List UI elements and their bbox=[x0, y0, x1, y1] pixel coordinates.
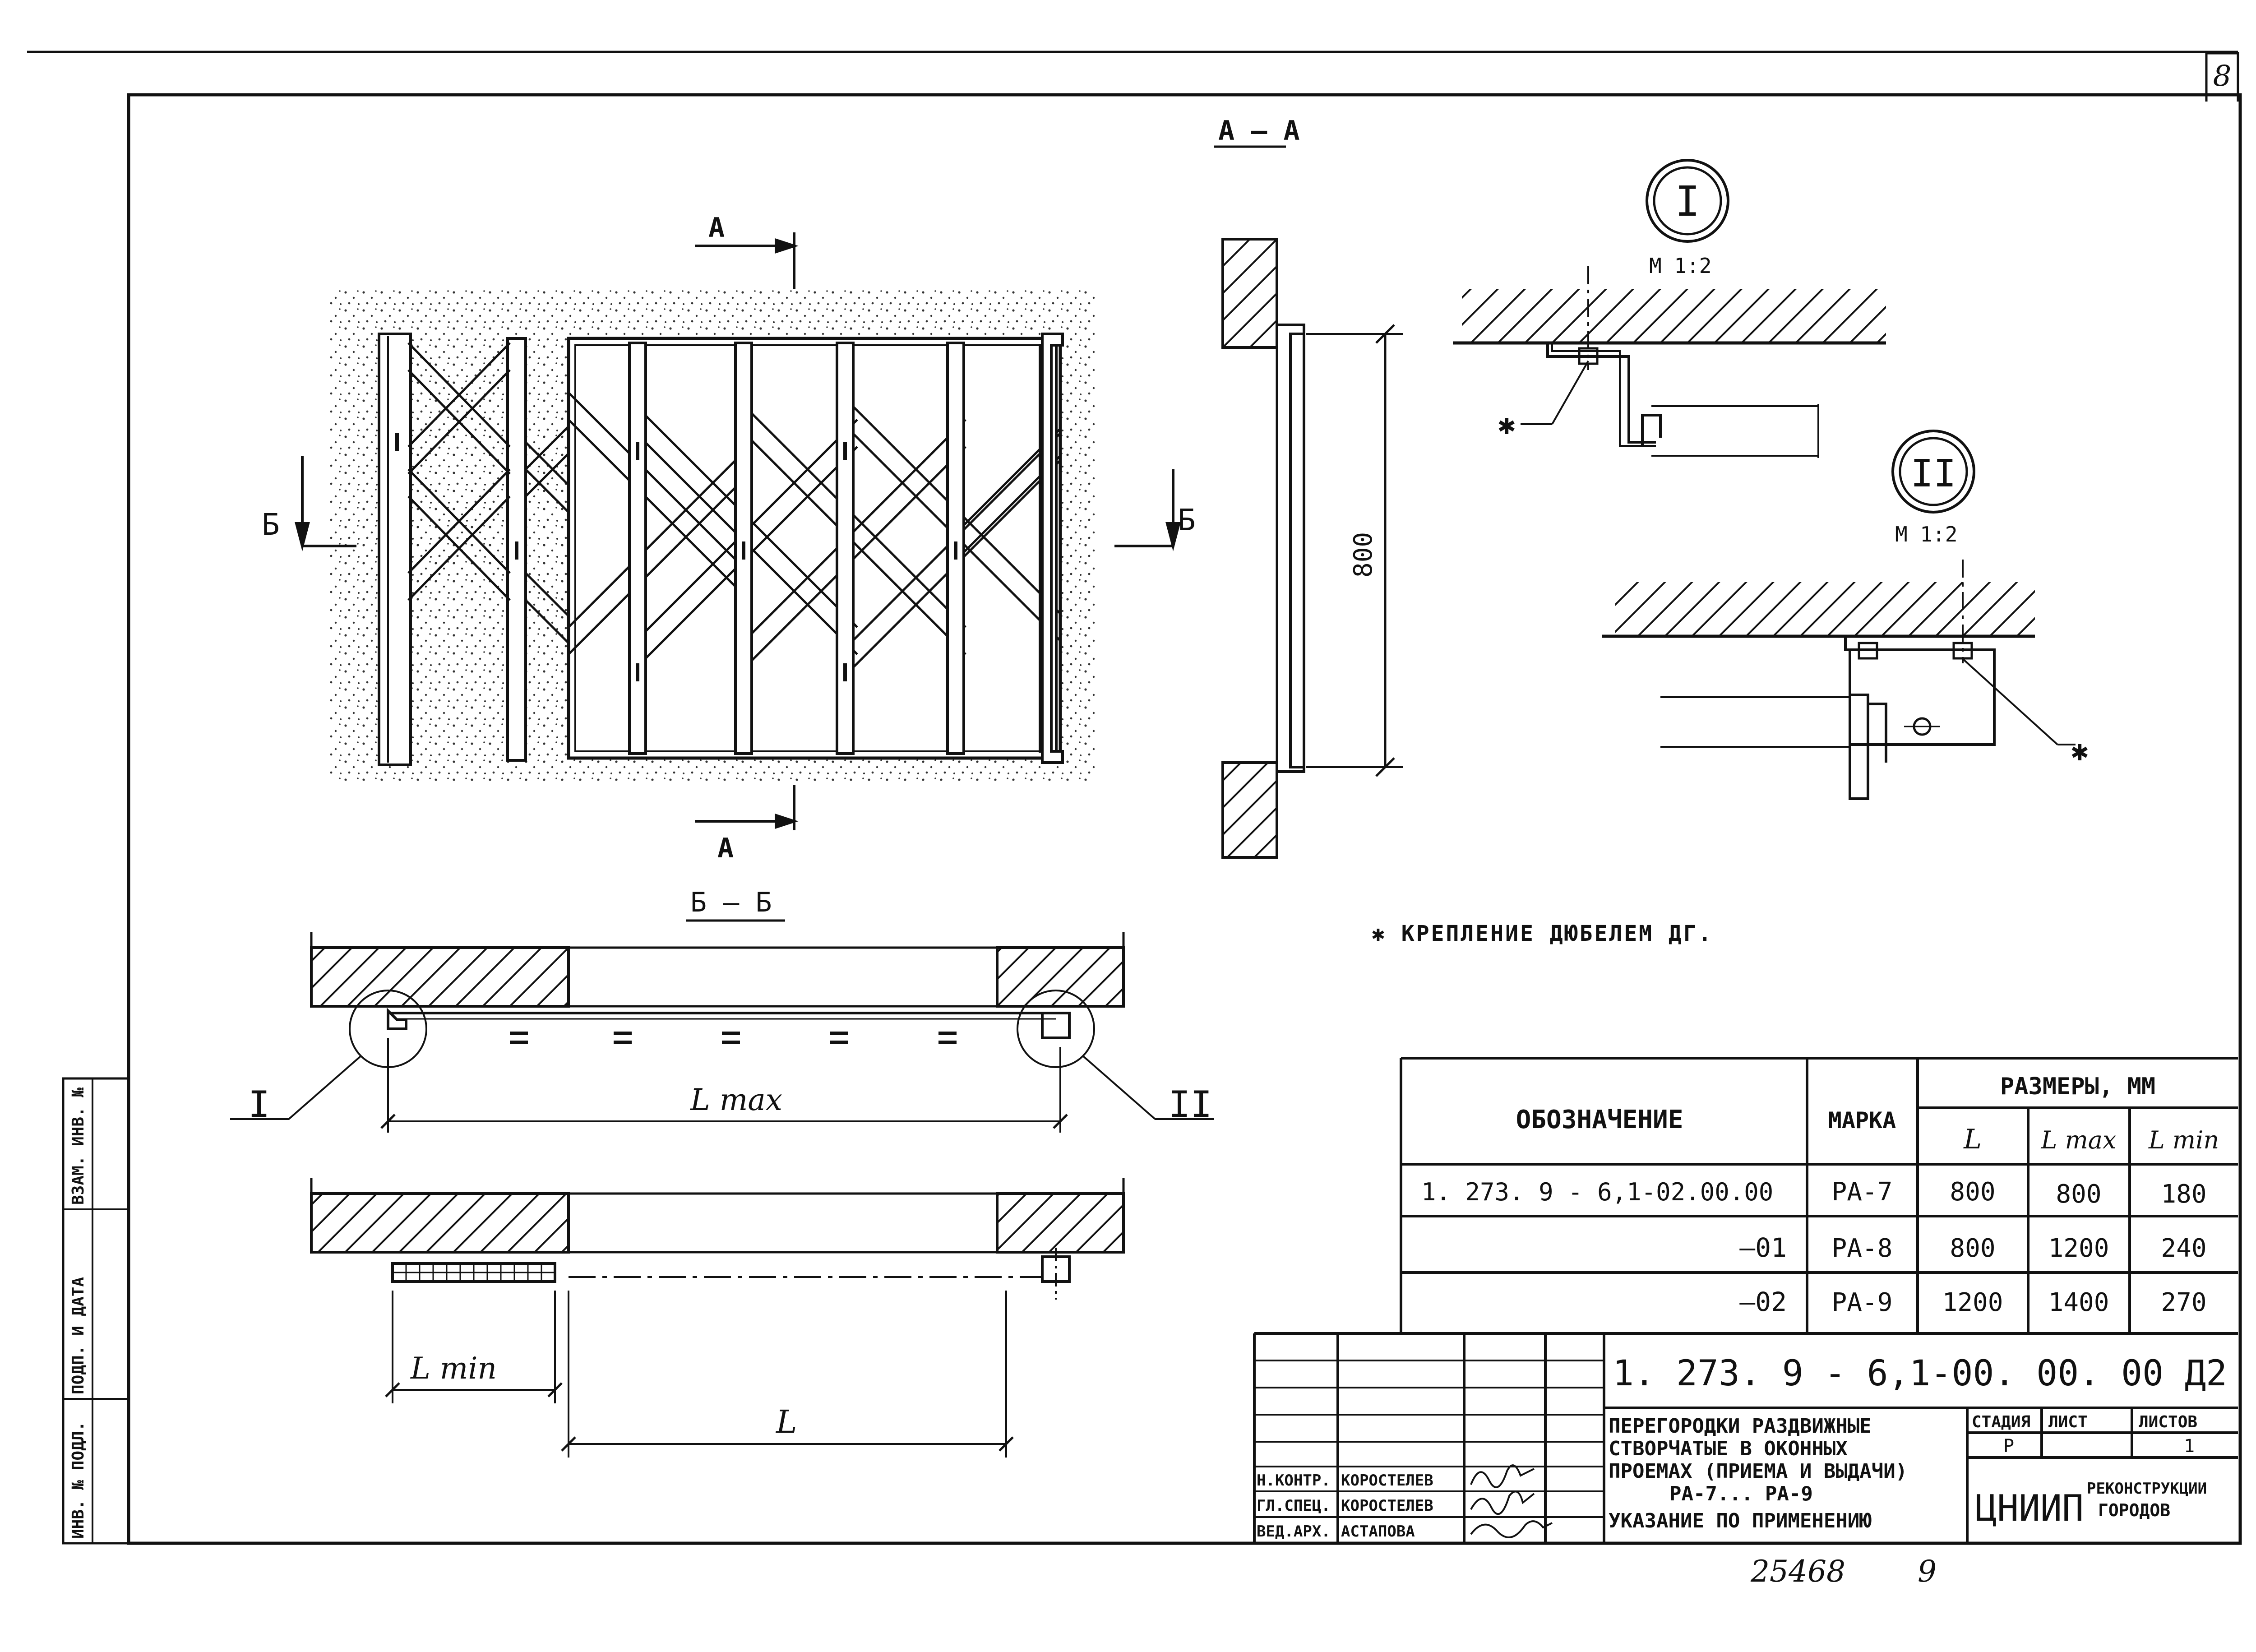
section-aa: А — А 800 bbox=[1214, 115, 1403, 859]
row-designation: —02 bbox=[1739, 1286, 1787, 1317]
callout-2-numeral: II bbox=[1169, 1083, 1212, 1125]
signature-role: ВЕД.АРХ. bbox=[1257, 1522, 1331, 1541]
detail-1-numeral: I bbox=[1675, 177, 1700, 226]
signature-name: КОРОСТЕЛЕВ bbox=[1341, 1497, 1433, 1515]
row-lmax: 1400 bbox=[2048, 1288, 2109, 1317]
section-aa-title: А — А bbox=[1218, 115, 1300, 147]
sheet-frame bbox=[27, 51, 2242, 1545]
sheet-number: 8 bbox=[2213, 60, 2232, 93]
stage-label: СТАДИЯ bbox=[1972, 1413, 2030, 1431]
col-sizes: РАЗМЕРЫ, ММ bbox=[2000, 1073, 2155, 1100]
col-lmax: L max bbox=[2041, 1126, 2117, 1154]
stamp-inv-no: ИНВ. № ПОДЛ. bbox=[69, 1421, 88, 1539]
left-stamp: ИНВ. № ПОДЛ. ПОДП. И ДАТА ВЗАМ. ИНВ. № bbox=[62, 1077, 130, 1545]
sheet-label: ЛИСТ bbox=[2048, 1413, 2088, 1431]
right-jamb-profile bbox=[1041, 333, 1064, 764]
detail-2-callout bbox=[1017, 990, 1095, 1068]
sheet-number-box: 8 bbox=[2205, 52, 2239, 96]
col-designation: ОБОЗНАЧЕНИЕ bbox=[1516, 1105, 1683, 1134]
org-logo: ЦНИИП bbox=[1975, 1487, 2084, 1529]
table-row: —01 РА-8 800 1200 240 bbox=[1739, 1232, 2206, 1263]
section-bb: Б — Б I II L max bbox=[230, 887, 1214, 1458]
handwritten-signatures bbox=[1470, 1464, 1553, 1538]
col-mark: МАРКА bbox=[1828, 1107, 1896, 1134]
title-line: ПРОЕМАХ (ПРИЕМА И ВЫДАЧИ) bbox=[1609, 1460, 1907, 1483]
row-l: 800 bbox=[1950, 1234, 1995, 1263]
dim-lmin: L min bbox=[410, 1351, 497, 1386]
title-line: ПЕРЕГОРОДКИ РАЗДВИЖНЫЕ bbox=[1609, 1415, 1872, 1438]
height-dimension: 800 bbox=[1349, 532, 1378, 578]
signature-role: Н.КОНТР. bbox=[1257, 1472, 1331, 1490]
detail-1-scale: М 1:2 bbox=[1649, 254, 1711, 278]
spec-table: ОБОЗНАЧЕНИЕ МАРКА РАЗМЕРЫ, ММ L L max L … bbox=[1400, 1057, 2238, 1333]
table-row: —02 РА-9 1200 1400 270 bbox=[1739, 1286, 2206, 1317]
row-lmax: 1200 bbox=[2048, 1234, 2109, 1263]
sheets-value: 1 bbox=[2184, 1436, 2195, 1457]
section-markers bbox=[295, 232, 1181, 830]
org-line-2: ГОРОДОВ bbox=[2098, 1500, 2170, 1520]
front-elevation: А А Б Б bbox=[262, 212, 1196, 864]
row-lmin: 240 bbox=[2161, 1234, 2206, 1263]
row-mark: РА-8 bbox=[1832, 1234, 1893, 1263]
dim-l: L bbox=[775, 1403, 797, 1440]
stamp-sign-date: ПОДП. И ДАТА bbox=[69, 1277, 88, 1394]
detail-2: II М 1:2 ✱ bbox=[1602, 430, 2089, 800]
row-lmin: 180 bbox=[2161, 1180, 2206, 1209]
detail-2-scale: М 1:2 bbox=[1895, 522, 1957, 546]
row-designation: —01 bbox=[1739, 1232, 1787, 1263]
cut-label-b-left: Б bbox=[262, 507, 280, 542]
row-lmin: 270 bbox=[2161, 1288, 2206, 1317]
cut-label-a-bottom: А bbox=[717, 833, 734, 864]
cut-label-b-right: Б bbox=[1178, 503, 1196, 537]
footer-format: 9 bbox=[1918, 1554, 1937, 1589]
row-mark: РА-7 bbox=[1832, 1177, 1893, 1207]
detail-1: I М 1:2 ✱ bbox=[1453, 159, 1886, 458]
callout-1-numeral: I bbox=[248, 1083, 270, 1125]
fastening-note: ✱ КРЕПЛЕНИЕ ДЮБЕЛЕМ ДГ. bbox=[1372, 921, 1713, 946]
title-line: УКАЗАНИЕ ПО ПРИМЕНЕНИЮ bbox=[1609, 1509, 1872, 1532]
footer-inventory: 25468 bbox=[1750, 1554, 1845, 1589]
stamp-replace-inv: ВЗАМ. ИНВ. № bbox=[69, 1087, 88, 1205]
col-lmin: L min bbox=[2148, 1126, 2219, 1154]
row-designation: 1. 273. 9 - 6,1-02.00.00 bbox=[1421, 1178, 1773, 1206]
org-line-1: РЕКОНСТРУКЦИИ bbox=[2087, 1480, 2207, 1498]
signature-name: КОРОСТЕЛЕВ bbox=[1341, 1472, 1433, 1490]
row-l: 800 bbox=[1950, 1177, 1995, 1207]
row-l: 1200 bbox=[1942, 1288, 2003, 1317]
dim-lmax: L max bbox=[690, 1083, 782, 1117]
folded-leaf bbox=[378, 333, 412, 766]
window-opening bbox=[569, 338, 1060, 758]
detail-2-asterisk: ✱ bbox=[2071, 734, 2089, 768]
sheets-label: ЛИСТОВ bbox=[2139, 1413, 2197, 1431]
title-line: СТВОРЧАТЫЕ В ОКОННЫХ bbox=[1609, 1437, 1848, 1460]
detail-2-numeral: II bbox=[1910, 451, 1956, 495]
document-code: 1. 273. 9 - 6,1-00. 00. 00 Д2 bbox=[1613, 1353, 2227, 1394]
col-l: L bbox=[1963, 1124, 1982, 1155]
title-line: РА-7... РА-9 bbox=[1669, 1482, 1813, 1505]
title-block: 1. 273. 9 - 6,1-00. 00. 00 Д2 ПЕРЕГОРОДК… bbox=[1253, 1332, 2238, 1543]
row-mark: РА-9 bbox=[1832, 1288, 1893, 1317]
signature-role: ГЛ.СПЕЦ. bbox=[1257, 1497, 1331, 1515]
table-row: 1. 273. 9 - 6,1-02.00.00 РА-7 800 800 18… bbox=[1421, 1177, 2207, 1209]
cut-label-a-top: А bbox=[708, 212, 725, 244]
signature-name: АСТАПОВА bbox=[1341, 1522, 1415, 1541]
stage-value: Р bbox=[2003, 1436, 2014, 1457]
row-lmax: 800 bbox=[2056, 1180, 2101, 1209]
detail-1-asterisk: ✱ bbox=[1498, 408, 1516, 441]
section-bb-title: Б — Б bbox=[690, 887, 772, 918]
